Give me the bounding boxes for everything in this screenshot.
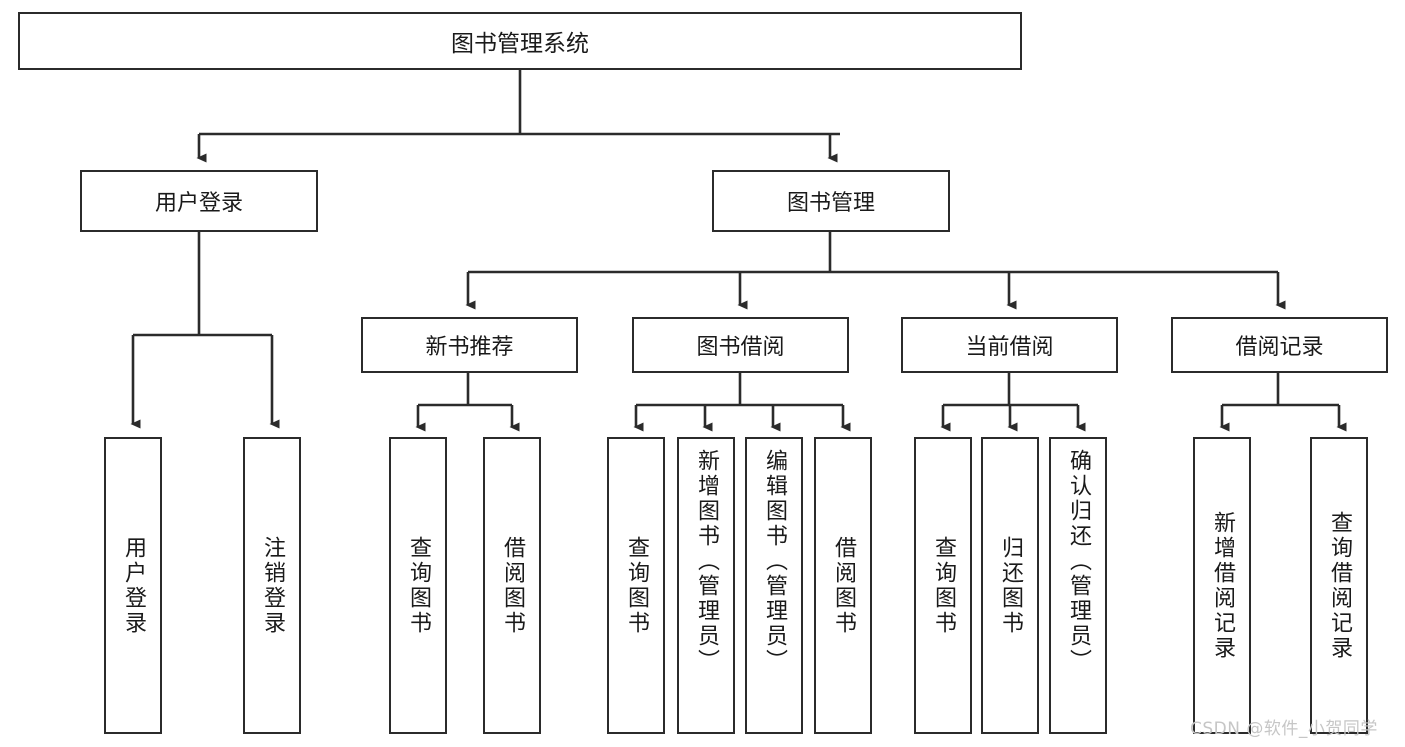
leaf-borrow-record-query[interactable]: 查询借阅记录 (1310, 437, 1368, 734)
leaf-label: 确认归还（管理员） (1066, 449, 1091, 674)
leaf-current-borrow-return[interactable]: 归还图书 (981, 437, 1039, 734)
leaf-label: 注销登录 (260, 535, 285, 636)
leaf-user-login-logout[interactable]: 注销登录 (243, 437, 301, 734)
watermark: CSDN @软件_小贺同学 (1190, 719, 1378, 739)
leaf-label: 借阅图书 (500, 535, 525, 636)
leaf-label: 查询借阅记录 (1327, 510, 1352, 661)
node-book-borrow[interactable]: 图书借阅 (632, 317, 849, 373)
leaf-label: 用户登录 (121, 535, 146, 636)
leaf-label: 查询图书 (624, 535, 649, 636)
leaf-book-borrow-edit[interactable]: 编辑图书（管理员） (745, 437, 803, 734)
leaf-label: 查询图书 (931, 535, 956, 636)
node-book-borrow-label: 图书借阅 (696, 335, 785, 360)
leaf-borrow-record-add[interactable]: 新增借阅记录 (1193, 437, 1251, 734)
leaf-label: 归还图书 (998, 535, 1023, 636)
leaf-current-borrow-query[interactable]: 查询图书 (914, 437, 972, 734)
node-user-login-label: 用户登录 (154, 191, 243, 216)
leaf-label: 新增借阅记录 (1210, 510, 1235, 661)
leaf-label: 编辑图书（管理员） (762, 449, 787, 674)
leaf-label: 借阅图书 (831, 535, 856, 636)
node-root-label: 图书管理系统 (451, 31, 589, 57)
node-borrow-record[interactable]: 借阅记录 (1171, 317, 1388, 373)
leaf-book-borrow-query[interactable]: 查询图书 (607, 437, 665, 734)
node-new-book-recommend-label: 新书推荐 (425, 335, 514, 360)
leaf-current-borrow-confirm[interactable]: 确认归还（管理员） (1049, 437, 1107, 734)
leaf-book-borrow-add[interactable]: 新增图书（管理员） (677, 437, 735, 734)
leaf-user-login-login[interactable]: 用户登录 (104, 437, 162, 734)
node-root[interactable]: 图书管理系统 (18, 12, 1022, 70)
node-book-management-label: 图书管理 (786, 191, 875, 216)
leaf-book-borrow-borrow[interactable]: 借阅图书 (814, 437, 872, 734)
node-current-borrow[interactable]: 当前借阅 (901, 317, 1118, 373)
node-book-management[interactable]: 图书管理 (712, 170, 950, 232)
leaf-new-book-query[interactable]: 查询图书 (389, 437, 447, 734)
node-current-borrow-label: 当前借阅 (965, 335, 1054, 360)
leaf-new-book-borrow[interactable]: 借阅图书 (483, 437, 541, 734)
node-borrow-record-label: 借阅记录 (1235, 335, 1324, 360)
node-user-login[interactable]: 用户登录 (80, 170, 318, 232)
leaf-label: 查询图书 (406, 535, 431, 636)
node-new-book-recommend[interactable]: 新书推荐 (361, 317, 578, 373)
leaf-label: 新增图书（管理员） (694, 449, 719, 674)
